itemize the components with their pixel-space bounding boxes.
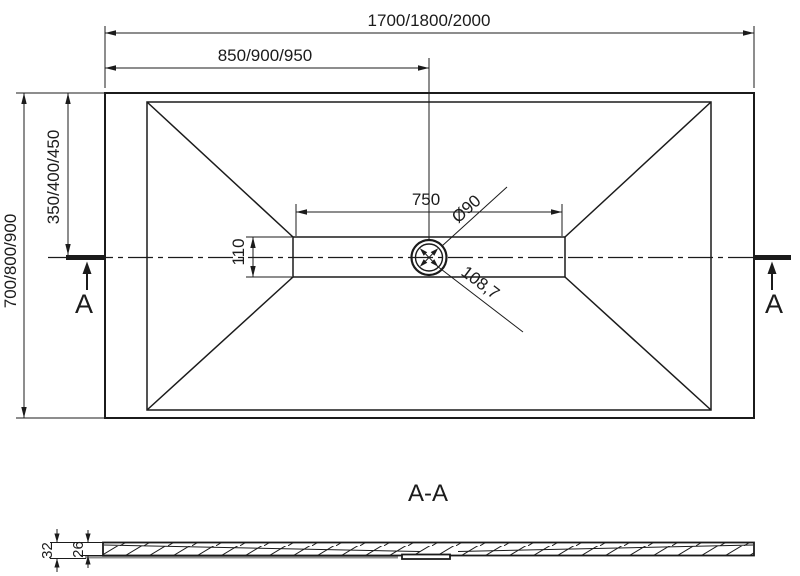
slope-line-top-left bbox=[146, 101, 294, 238]
plan-view: A A 1700/1800/2000 bbox=[1, 11, 791, 419]
section-marker-left-label: A bbox=[75, 289, 93, 319]
dim-half-width-label: 850/900/950 bbox=[218, 46, 313, 65]
section-marker-right-label: A bbox=[765, 289, 783, 319]
drain-diameter-label: Ø90 bbox=[448, 191, 485, 227]
section-slope-left bbox=[103, 544, 421, 552]
drain-diagonal-leader bbox=[436, 265, 524, 333]
slope-line-bottom-left bbox=[146, 276, 294, 411]
dim-channel-width bbox=[246, 236, 292, 278]
dim-channel-length bbox=[295, 204, 563, 236]
dim-half-depth bbox=[65, 93, 71, 255]
dim-overall-width-label: 1700/1800/2000 bbox=[368, 11, 491, 30]
dim-overall-depth-label: 700/800/900 bbox=[1, 214, 20, 309]
drain-cross-arrows-icon bbox=[419, 248, 439, 267]
drain-inner-circle bbox=[414, 243, 444, 272]
slope-line-top-right bbox=[564, 101, 712, 238]
dim-tray-thickness bbox=[80, 530, 103, 568]
section-drain-recess bbox=[401, 553, 451, 560]
dim-channel-width-label: 110 bbox=[229, 238, 248, 265]
dim-overall-width bbox=[104, 26, 755, 88]
dim-half-width bbox=[105, 58, 430, 240]
dim-overall-depth bbox=[16, 92, 104, 419]
section-title: A-A bbox=[408, 480, 448, 507]
dim-half-depth-label: 350/400/450 bbox=[44, 130, 63, 225]
dim-total-thickness-label: 32 bbox=[39, 542, 56, 559]
section-slope-right bbox=[457, 544, 754, 552]
section-view: A-A 32 26 bbox=[39, 480, 755, 572]
section-underlay-strip bbox=[85, 555, 398, 559]
section-arrow-right-icon bbox=[767, 261, 777, 290]
section-arrow-left-icon bbox=[82, 261, 92, 290]
dim-total-thickness bbox=[50, 529, 103, 572]
dim-channel-length-label: 750 bbox=[412, 190, 440, 209]
drain-diagonal-label: 108,7 bbox=[458, 262, 503, 303]
dim-tray-thickness-label: 26 bbox=[70, 541, 87, 558]
section-tray-slab bbox=[102, 541, 755, 557]
slope-line-bottom-right bbox=[564, 276, 712, 411]
drain-diameter-leader bbox=[441, 186, 508, 247]
